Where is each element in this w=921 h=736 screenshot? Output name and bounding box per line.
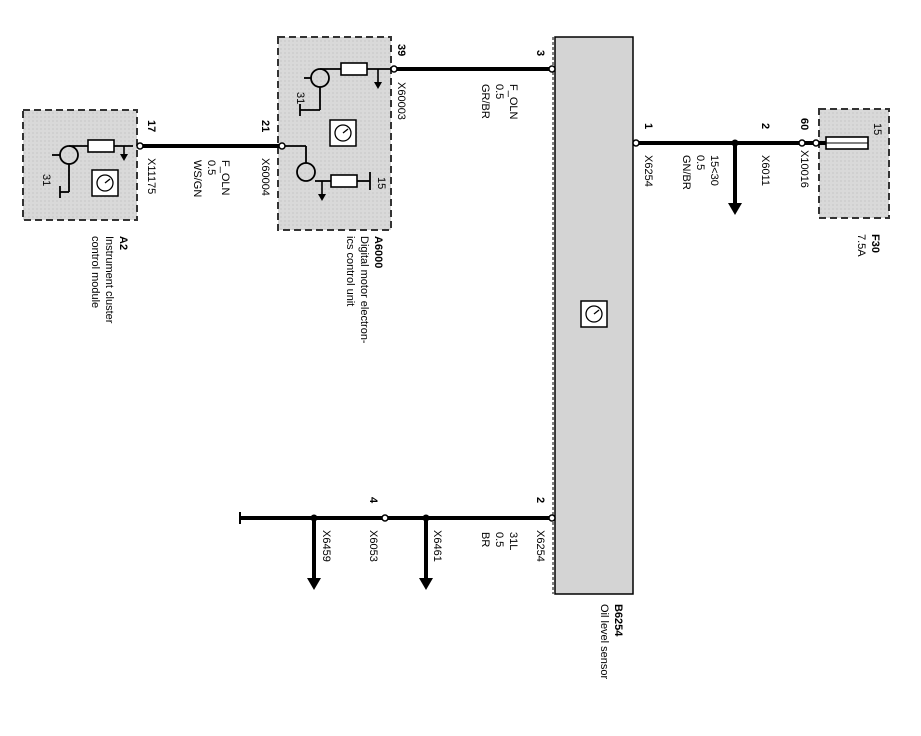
component-name-line2: control module: [89, 236, 101, 308]
connector-x6011: X6011: [759, 155, 771, 186]
component-id: B6254: [612, 604, 624, 637]
wire-signal: F_OLN: [219, 160, 231, 196]
component-rating: 7.5A: [855, 234, 867, 257]
pin-fuse-60: 60: [798, 118, 810, 130]
connector-x6254-bottom: X6254: [534, 530, 546, 562]
gauge-icon: [580, 300, 608, 328]
connector-x11175: X11175: [145, 158, 157, 194]
pin-sensor-1: 1: [642, 123, 654, 129]
component-name-line2: ics control unit: [344, 236, 356, 306]
wire-color: WS/GN: [191, 160, 203, 197]
label-a6000: A6000 Digital motor electron- ics contro…: [344, 236, 384, 344]
component-name-line1: Digital motor electron-: [358, 236, 370, 344]
wire-dme-to-sensor: [390, 65, 556, 73]
wire-size: 0.5: [493, 532, 505, 547]
fuse-icon: [825, 136, 869, 150]
connector-x6254-top: X6254: [642, 155, 654, 187]
component-name-line1: Instrument cluster: [103, 236, 115, 324]
dme-control-unit: 31 15: [277, 36, 392, 231]
pin-x6011-2: 2: [759, 123, 771, 129]
component-name: Oil level sensor: [598, 604, 610, 680]
wire-sensor-ground: [239, 512, 556, 590]
wire-size: 0.5: [205, 160, 217, 175]
wire-spec-a2-dme: F_OLN 0.5 WS/GN: [191, 160, 231, 197]
oil-level-sensor: [552, 36, 634, 595]
connector-x6053: X6053: [367, 530, 379, 562]
resistor-upper-icon: [340, 62, 391, 89]
wire-spec-fuse-sensor: 15<30 0.5 GN/BR: [680, 155, 720, 190]
transistor-upper-icon: [299, 68, 341, 116]
label-b6254: B6254 Oil level sensor: [598, 604, 624, 680]
wire-signal: 31L: [507, 532, 519, 550]
pin-dme-21: 21: [259, 120, 271, 132]
component-id: A2: [117, 236, 129, 250]
wire-spec-dme-sensor: F_OLN 0.5 GR/BR: [479, 84, 519, 120]
instrument-cluster-module: 31: [22, 109, 138, 221]
pin-a2-17: 17: [145, 120, 157, 132]
wire-size: 0.5: [493, 84, 505, 99]
wire-signal: F_OLN: [507, 84, 519, 120]
transistor-lower-icon: [285, 145, 331, 201]
connector-x10016: X10016: [798, 150, 810, 188]
dme-pin15-label: 15: [375, 177, 387, 189]
transistor-icon: [52, 145, 88, 198]
pin-sensor-3: 3: [534, 50, 546, 56]
resistor-lower-icon: [330, 172, 371, 190]
gauge-icon: [329, 119, 357, 147]
pin-x6053-4: 4: [367, 497, 379, 504]
resistor-icon: [87, 139, 133, 161]
component-id: F30: [869, 234, 881, 253]
wire-color: GR/BR: [479, 84, 491, 119]
wire-a2-to-dme: [136, 142, 286, 150]
connector-x60004: X60004: [259, 158, 271, 196]
label-a2: A2 Instrument cluster control module: [89, 236, 129, 324]
wire-sensor-to-fuse: [632, 139, 826, 215]
connector-x6461: X6461: [431, 530, 443, 562]
wire-size: 0.5: [694, 155, 706, 170]
wire-signal: 15<30: [708, 155, 720, 186]
pin-dme-39: 39: [395, 44, 407, 56]
fuse-box: 15: [818, 108, 890, 219]
label-f30: F30 7.5A: [855, 234, 881, 257]
wire-color: BR: [479, 532, 491, 547]
wire-spec-sensor-ground: 31L 0.5 BR: [479, 532, 519, 550]
a2-ground-label: 31: [40, 174, 52, 186]
connector-x6459: X6459: [320, 530, 332, 562]
wire-color: GN/BR: [680, 155, 692, 190]
fuse-pin-label: 15: [871, 123, 883, 135]
dme-ground-label: 31: [294, 92, 306, 104]
connector-x60003: X60003: [395, 82, 407, 120]
component-id: A6000: [372, 236, 384, 268]
gauge-icon: [91, 169, 119, 197]
pin-sensor-2: 2: [534, 497, 546, 503]
